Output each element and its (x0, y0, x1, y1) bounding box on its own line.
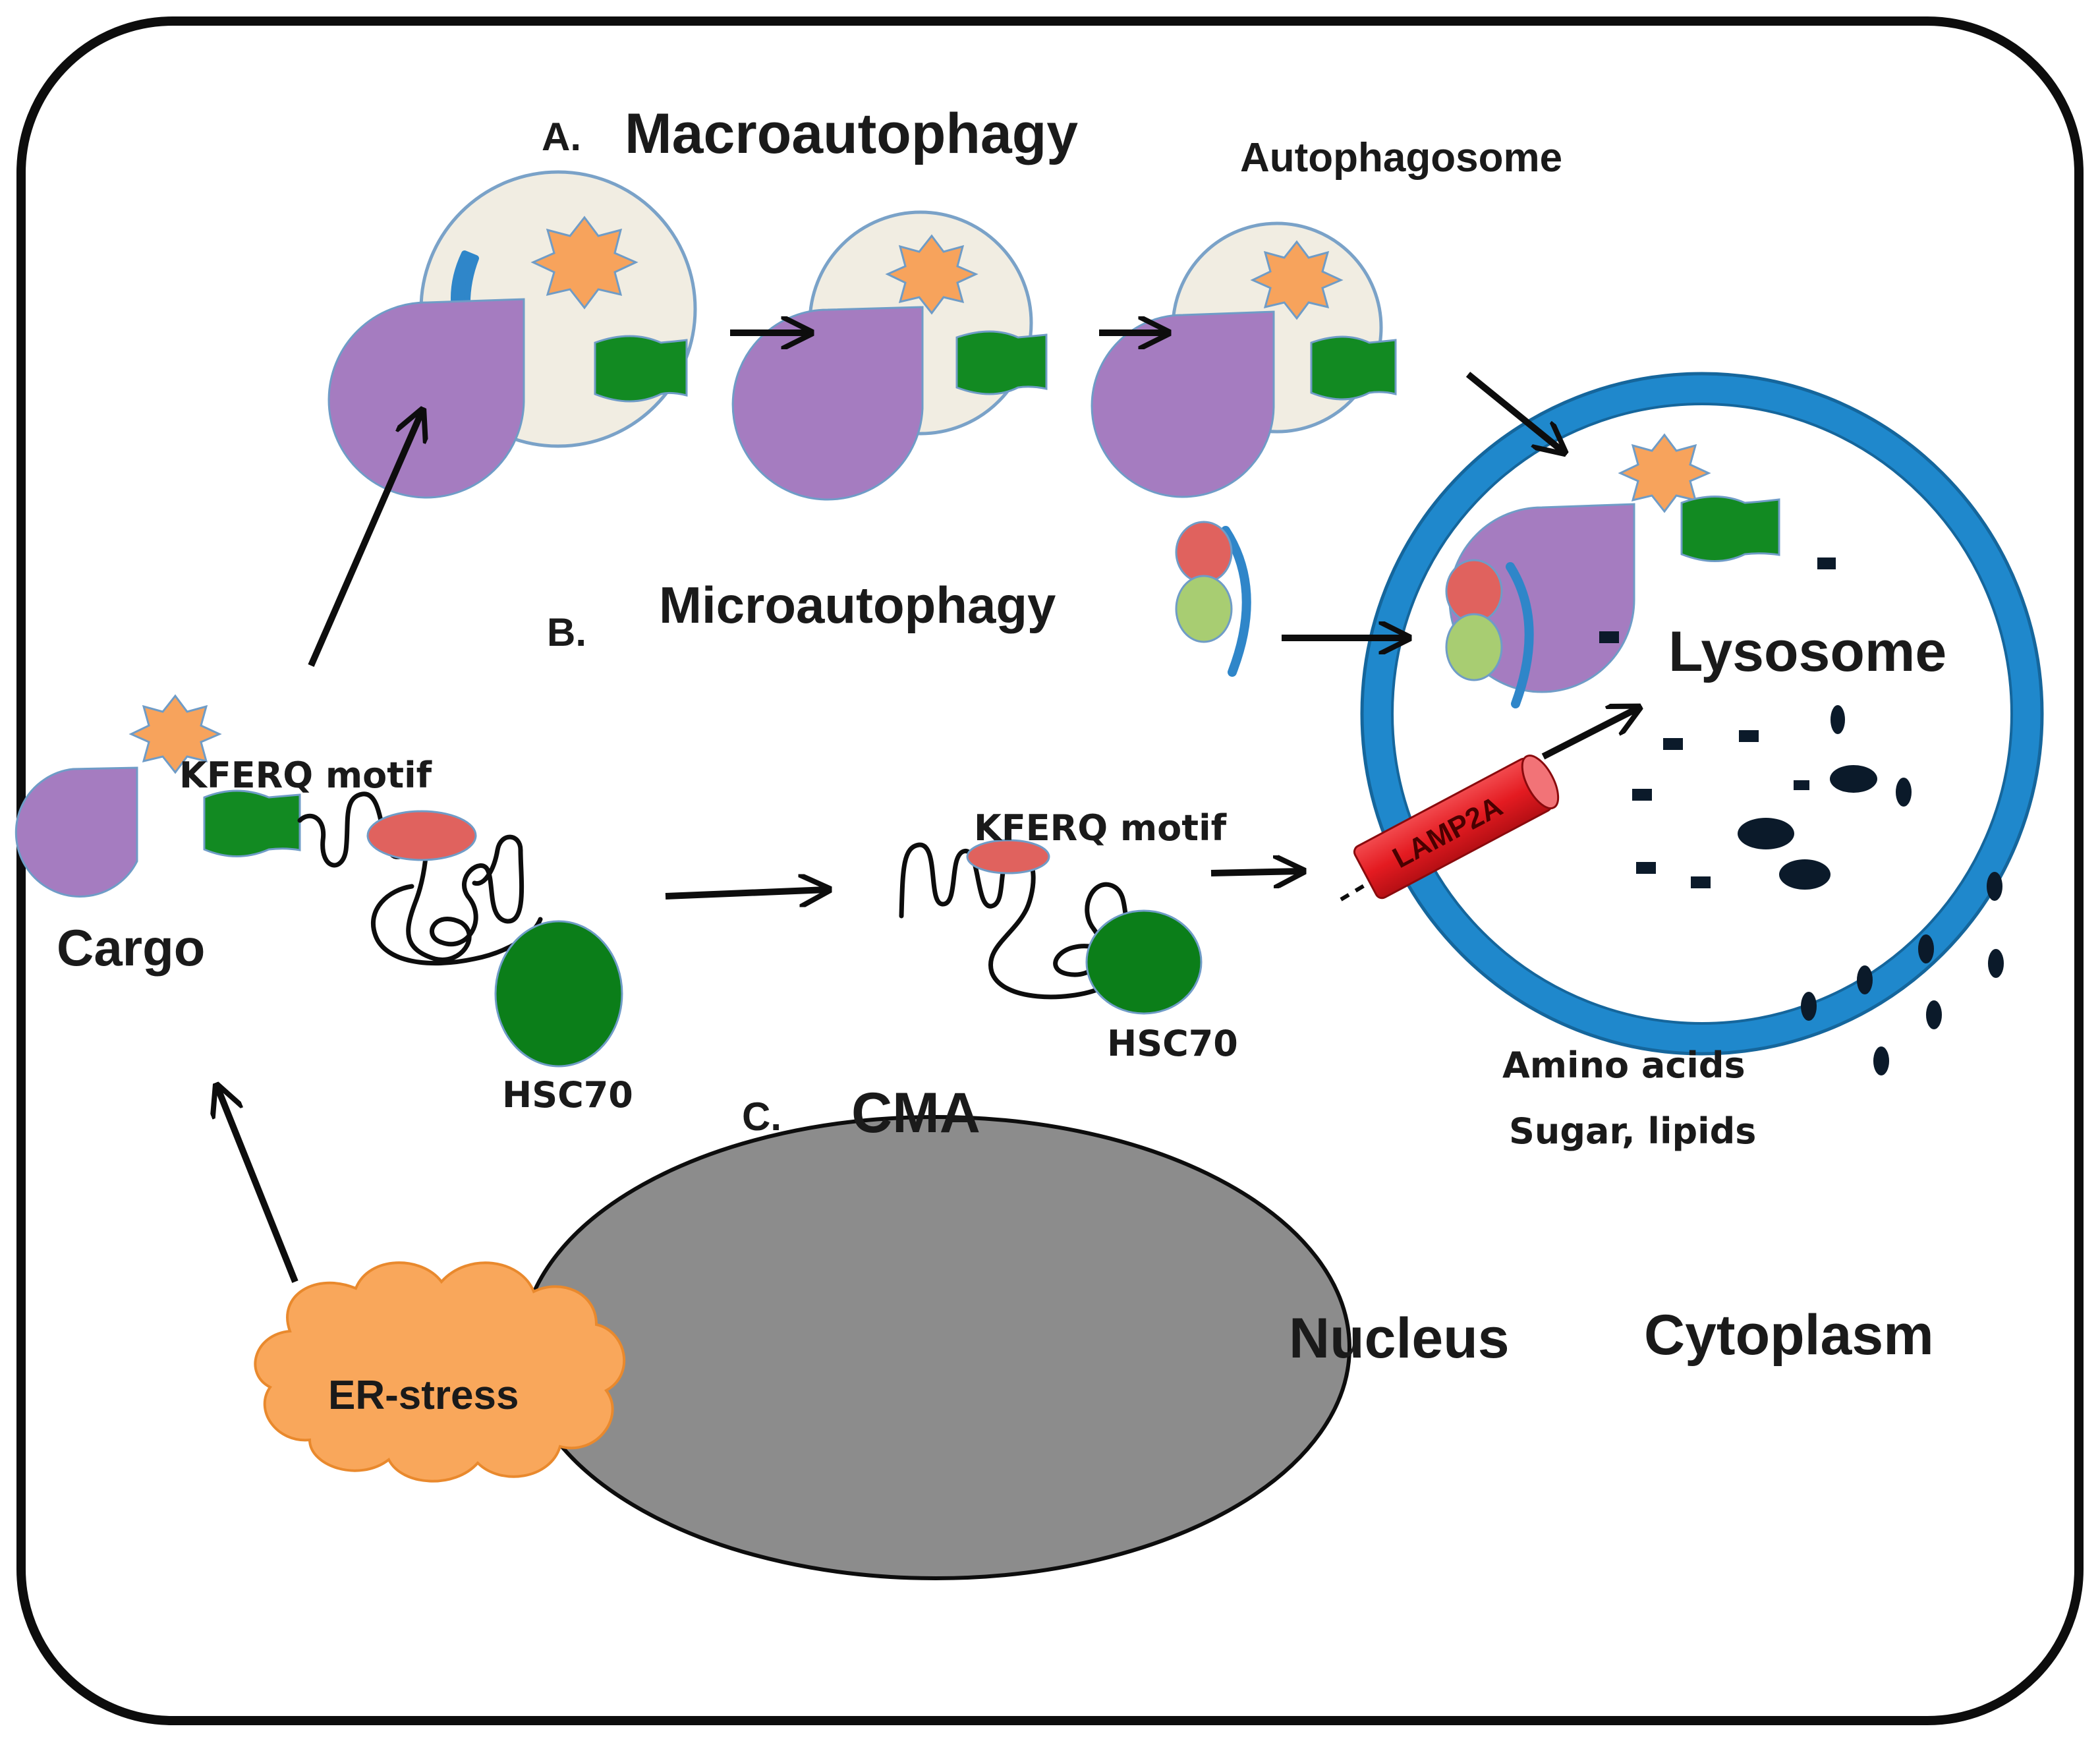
er-stress-label: ER-stress (328, 1373, 519, 1418)
hsc70-1 (494, 920, 623, 1068)
macroautophagy-title: Macroautophagy (625, 102, 1078, 165)
hsc70-2 (1085, 909, 1203, 1015)
products-label-1: Amino acids (1502, 1044, 1745, 1086)
cargo-complex (14, 694, 301, 898)
kferq-label-1: KFERQ motif (179, 755, 432, 796)
microautophagy-title: Microautophagy (659, 576, 1056, 634)
lamp2a-receptor: LAMP2A (1340, 755, 1560, 901)
cargo-label: Cargo (57, 919, 205, 977)
cma-title: CMA (851, 1081, 980, 1145)
hsc70-label-2: HSC70 (1107, 1023, 1238, 1064)
products-label-2: Sugar, lipids (1509, 1110, 1756, 1152)
degradation-products (1599, 558, 1912, 890)
pathway-arrows (217, 333, 1637, 1283)
arrow-er-stress-to-cargo (217, 1087, 298, 1283)
er-stress-cloud (254, 1261, 626, 1483)
hsc70-label-1: HSC70 (502, 1074, 633, 1116)
kferq-label-2: KFERQ motif (974, 807, 1227, 849)
arrow-cma-step-2 (1210, 871, 1301, 873)
unfolded-protein-chain-2 (899, 839, 1203, 1015)
nucleus (520, 1115, 1351, 1580)
micro-letter: B. (547, 610, 586, 654)
phagophore-vesicle (327, 170, 697, 499)
closing-vesicle (731, 210, 1048, 501)
kferq-motif-1 (366, 810, 477, 861)
autophagosome-vesicle (1091, 221, 1397, 498)
microautophagy-cargo (1175, 521, 1251, 677)
autophagosome-label: Autophagosome (1240, 135, 1562, 181)
cytoplasm-label: Cytoplasm (1644, 1303, 1934, 1367)
arrow-autophagosome-to-lysosome (1465, 372, 1563, 451)
macro-letter: A. (542, 115, 581, 159)
arrow-cargo-to-phagophore (308, 412, 422, 667)
lysosome-label: Lysosome (1668, 620, 1946, 683)
lysosome (1360, 372, 2044, 1056)
arrow-lamp2a-into-lysosome (1541, 708, 1637, 760)
unfolded-protein-chain-1 (297, 791, 623, 1068)
released-nutrients (1801, 872, 2004, 1075)
kferq-motif-2 (966, 839, 1050, 874)
arrow-cma-step-1 (665, 890, 827, 896)
cma-letter: C. (742, 1095, 781, 1139)
nucleus-label: Nucleus (1289, 1307, 1510, 1370)
